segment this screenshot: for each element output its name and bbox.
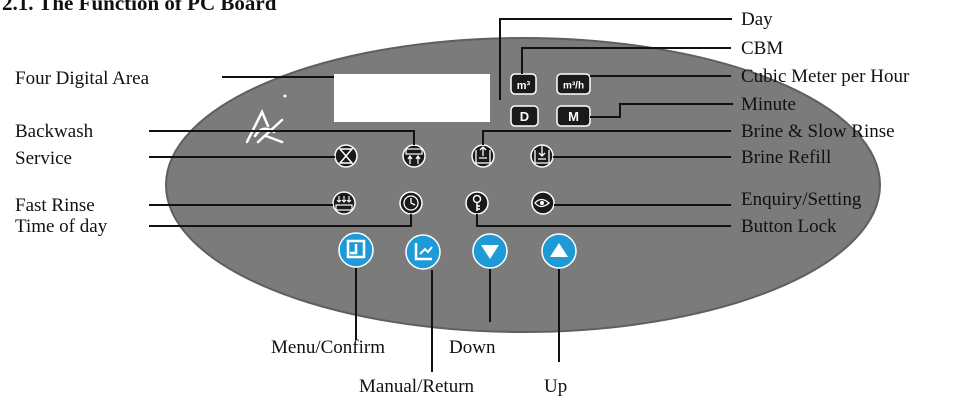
brine-refill-icon [530, 144, 554, 168]
label-four-digital-area: Four Digital Area [15, 68, 150, 89]
label-brine-slow-rinse: Brine & Slow Rinse [741, 121, 895, 142]
menu-confirm-icon [346, 239, 366, 259]
label-time-of-day: Time of day [15, 216, 108, 237]
hourglass-icon [334, 144, 358, 168]
label-backwash: Backwash [15, 121, 94, 142]
key-icon [465, 191, 489, 215]
enquiry-icon[interactable] [531, 191, 555, 215]
leader-lines [149, 18, 733, 372]
down-arrow-icon [481, 245, 499, 259]
label-enquiry-setting: Enquiry/Setting [741, 189, 862, 210]
label-button-lock: Button Lock [741, 216, 837, 237]
page-title: 2.1. The Function of PC Board [2, 0, 277, 15]
label-cbm: CBM [741, 38, 783, 59]
minute-key[interactable]: M [556, 105, 591, 127]
label-manual-return: Manual/Return [359, 376, 475, 397]
label-down: Down [449, 337, 496, 358]
brine-slow-rinse-icon [471, 144, 495, 168]
day-key-label: D [520, 109, 529, 124]
cbm-key-label: m³ [517, 80, 531, 92]
manual-return-button[interactable] [405, 234, 441, 270]
label-menu-confirm: Menu/Confirm [271, 337, 385, 358]
fast-rinse-icon [332, 191, 356, 215]
up-button[interactable] [541, 233, 577, 269]
clock-icon [399, 191, 423, 215]
label-brine-refill: Brine Refill [741, 147, 831, 168]
manual-return-icon [414, 243, 433, 261]
minute-key-label: M [568, 109, 579, 124]
four-digit-display [334, 74, 490, 122]
label-fast-rinse: Fast Rinse [15, 195, 95, 216]
label-minute: Minute [741, 94, 796, 115]
up-arrow-icon [550, 243, 568, 257]
label-service: Service [15, 148, 72, 169]
cubic-meter-per-hour-key-label: m³/h [563, 81, 584, 92]
label-day: Day [741, 9, 773, 30]
cbm-key[interactable]: m³ [510, 73, 537, 95]
backwash-icon [402, 144, 426, 168]
day-key[interactable]: D [510, 105, 539, 127]
label-cubic-meter-per-hour: Cubic Meter per Hour [741, 66, 910, 87]
menu-confirm-button[interactable] [338, 232, 374, 268]
cubic-meter-per-hour-key[interactable]: m³/h [556, 73, 591, 95]
label-up: Up [544, 376, 567, 397]
down-button[interactable] [472, 233, 508, 269]
